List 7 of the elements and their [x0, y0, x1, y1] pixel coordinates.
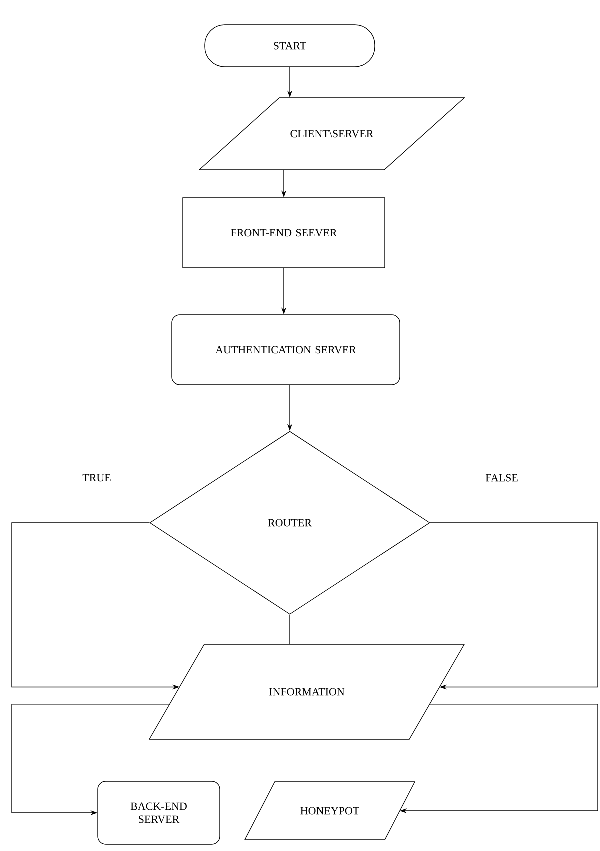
rounded-box: BACK-END SERVER — [98, 781, 220, 845]
arrow — [430, 522, 598, 690]
edge-label: FALSE — [484, 473, 520, 483]
terminal-box: START — [204, 24, 376, 68]
rounded-box: AUTHENTICATION SERVER — [172, 314, 400, 386]
process-box: FRONT-END SEEVER — [182, 198, 386, 268]
edge-label: TRUE — [82, 473, 112, 483]
